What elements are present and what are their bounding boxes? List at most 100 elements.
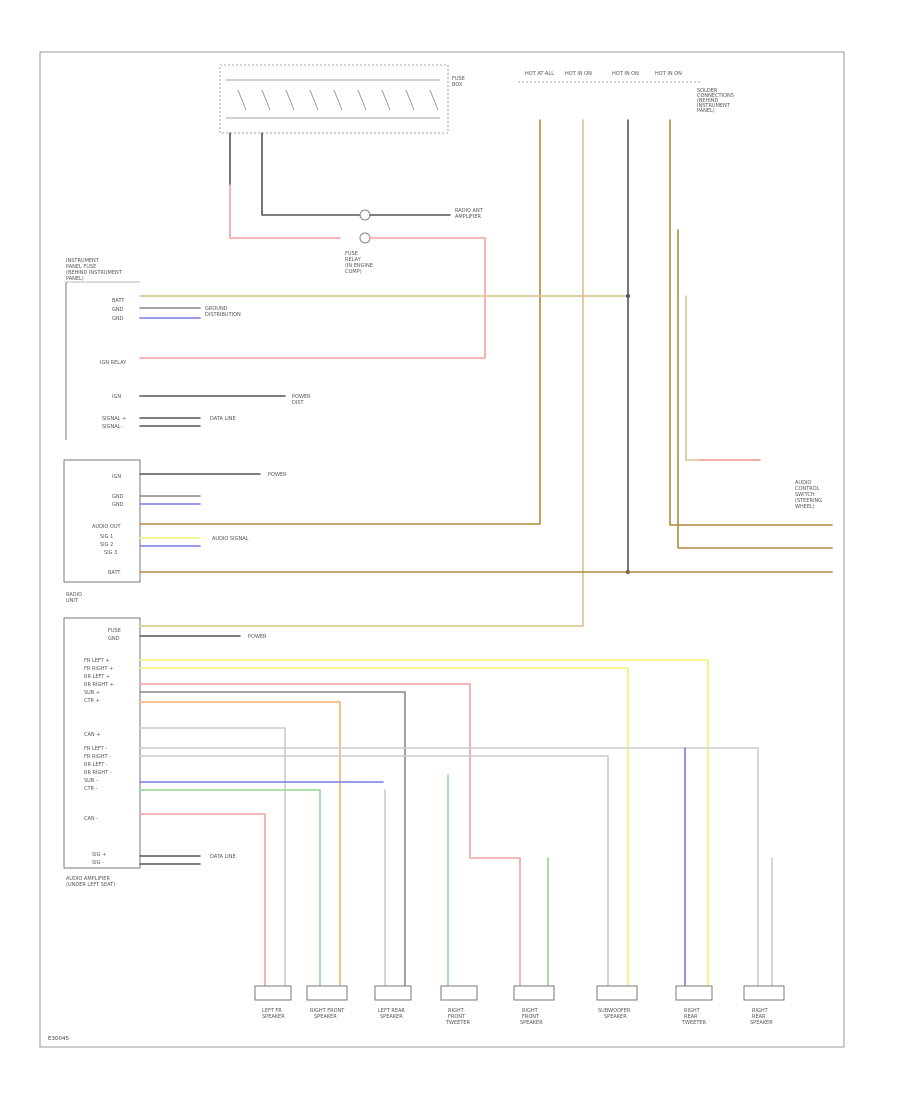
svg-text:(BEHIND INSTRUMENT: (BEHIND INSTRUMENT: [66, 270, 123, 276]
svg-text:SPEAKER: SPEAKER: [750, 1020, 773, 1026]
svg-text:BATT: BATT: [112, 298, 125, 304]
svg-text:(IN ENGINE: (IN ENGINE: [345, 263, 373, 269]
svg-text:HOT IN ON: HOT IN ON: [565, 71, 592, 77]
svg-text:CAN +: CAN +: [84, 732, 100, 738]
svg-text:INSTRUMENT: INSTRUMENT: [697, 103, 731, 109]
svg-text:GND: GND: [112, 502, 124, 508]
svg-text:FUSE: FUSE: [345, 251, 358, 257]
fuse-box-wires: RADIO ANT AMPLIFIER FUSE RELAY (IN ENGIN…: [139, 132, 486, 359]
svg-text:CTR +: CTR +: [84, 698, 100, 704]
fuse-labels-right: HOT AT ALL HOT IN ON HOT IN ON HOT IN ON…: [518, 71, 734, 114]
svg-text:(UNDER LEFT SEAT): (UNDER LEFT SEAT): [66, 882, 115, 888]
svg-text:RIGHT: RIGHT: [752, 1008, 769, 1014]
svg-text:SIG +: SIG +: [92, 852, 106, 858]
svg-text:TWEETER: TWEETER: [445, 1020, 471, 1026]
svg-text:RR LEFT +: RR LEFT +: [84, 674, 110, 680]
svg-text:RIGHT: RIGHT: [684, 1008, 701, 1014]
svg-text:GND: GND: [112, 494, 124, 500]
speaker-right-rear-tweeter: RIGHT REAR TWEETER: [675, 985, 713, 1026]
svg-text:RADIO ANT: RADIO ANT: [455, 208, 484, 214]
instrument-panel-module: INSTRUMENT PANEL FUSE (BEHIND INSTRUMENT…: [65, 258, 140, 440]
svg-text:BOX: BOX: [452, 82, 463, 88]
svg-text:GND: GND: [112, 307, 124, 313]
svg-text:HOT AT ALL: HOT AT ALL: [525, 71, 554, 77]
svg-text:FRONT: FRONT: [522, 1014, 540, 1020]
speaker-subwoofer: SUBWOOFER SPEAKER: [596, 985, 638, 1020]
svg-text:HOT IN ON: HOT IN ON: [655, 71, 682, 77]
svg-text:AUDIO OUT: AUDIO OUT: [92, 524, 122, 530]
speaker-left-front: LEFT FR SPEAKER: [254, 985, 292, 1020]
svg-text:POWER: POWER: [292, 394, 311, 400]
svg-text:FUSE: FUSE: [452, 76, 465, 82]
svg-text:SIGNAL +: SIGNAL +: [102, 416, 126, 422]
svg-text:CAN -: CAN -: [84, 816, 98, 822]
svg-text:DATA LINE: DATA LINE: [210, 854, 236, 860]
speaker-right-front-tweeter: RIGHT FRONT TWEETER: [440, 985, 478, 1026]
svg-text:AUDIO AMPLIFIER: AUDIO AMPLIFIER: [66, 876, 110, 882]
svg-text:HOT IN ON: HOT IN ON: [612, 71, 639, 77]
svg-text:SIG 1: SIG 1: [100, 534, 113, 540]
svg-text:PANEL): PANEL): [697, 108, 715, 114]
svg-text:LEFT FR: LEFT FR: [262, 1008, 282, 1014]
svg-text:WHEEL): WHEEL): [795, 504, 815, 510]
module-stubs: GROUND DISTRIBUTION POWER DIST DATA LINE…: [139, 306, 311, 865]
footer-code: E30045: [48, 1036, 69, 1042]
svg-text:RADIO: RADIO: [66, 592, 82, 598]
svg-text:(BEHIND: (BEHIND: [697, 98, 719, 104]
speaker-right-rear: RIGHT REAR SPEAKER: [743, 985, 785, 1026]
svg-text:FR LEFT -: FR LEFT -: [84, 746, 107, 752]
svg-text:AMPLIFIER: AMPLIFIER: [455, 214, 482, 220]
svg-text:FRONT: FRONT: [448, 1014, 466, 1020]
svg-text:RR LEFT -: RR LEFT -: [84, 762, 108, 768]
svg-text:FUSE: FUSE: [108, 628, 121, 634]
fuse-box: FUSE BOX: [219, 64, 465, 134]
svg-text:CONTROL: CONTROL: [795, 486, 820, 492]
svg-text:FR LEFT +: FR LEFT +: [84, 658, 110, 664]
svg-text:SIG 2: SIG 2: [100, 542, 113, 548]
svg-text:AUDIO SIGNAL: AUDIO SIGNAL: [212, 536, 249, 542]
svg-text:IGN: IGN: [112, 474, 121, 480]
svg-text:PANEL): PANEL): [66, 276, 84, 282]
svg-text:SUB +: SUB +: [84, 690, 100, 696]
svg-text:DATA LINE: DATA LINE: [210, 416, 236, 422]
svg-text:RR RIGHT -: RR RIGHT -: [84, 770, 112, 776]
svg-text:TWEETER: TWEETER: [681, 1020, 707, 1026]
svg-text:SUBWOOFER: SUBWOOFER: [598, 1008, 631, 1014]
svg-text:REAR: REAR: [684, 1014, 698, 1020]
svg-text:CONNECTIONS: CONNECTIONS: [697, 93, 734, 99]
svg-text:SIG 3: SIG 3: [104, 550, 117, 556]
svg-text:GND: GND: [112, 316, 124, 322]
svg-text:SPEAKER: SPEAKER: [604, 1014, 627, 1020]
svg-text:CTR -: CTR -: [84, 786, 98, 792]
svg-text:AUDIO: AUDIO: [795, 480, 811, 486]
svg-text:PANEL FUSE: PANEL FUSE: [66, 264, 96, 270]
svg-text:SPEAKER: SPEAKER: [520, 1020, 543, 1026]
svg-text:RELAY: RELAY: [345, 257, 362, 263]
svg-text:GROUND: GROUND: [205, 306, 228, 312]
svg-text:POWER: POWER: [268, 472, 287, 478]
diagram-frame: [39, 51, 845, 1048]
speaker-right-front-main: RIGHT FRONT SPEAKER: [513, 985, 555, 1026]
svg-text:RIGHT: RIGHT: [448, 1008, 465, 1014]
speaker-right-front: RIGHT FRONT SPEAKER: [306, 985, 348, 1020]
svg-text:SIGNAL -: SIGNAL -: [102, 424, 124, 430]
speaker-wires: [139, 659, 773, 986]
svg-text:RR RIGHT +: RR RIGHT +: [84, 682, 114, 688]
svg-text:INSTRUMENT: INSTRUMENT: [66, 258, 100, 264]
svg-text:IGN: IGN: [112, 394, 121, 400]
svg-text:FR RIGHT +: FR RIGHT +: [84, 666, 113, 672]
svg-text:RIGHT FRONT: RIGHT FRONT: [310, 1008, 345, 1014]
svg-text:UNIT: UNIT: [66, 598, 79, 604]
svg-text:IGN RELAY: IGN RELAY: [100, 360, 127, 366]
svg-text:BATT: BATT: [108, 570, 121, 576]
svg-text:RIGHT: RIGHT: [522, 1008, 539, 1014]
svg-text:(STEERING: (STEERING: [795, 498, 822, 504]
feed-wires: AUDIO CONTROL SWITCH (STEERING WHEEL): [139, 119, 833, 627]
svg-text:SPEAKER: SPEAKER: [262, 1014, 285, 1020]
svg-text:REAR: REAR: [752, 1014, 766, 1020]
svg-text:SOLDER: SOLDER: [697, 88, 718, 94]
svg-text:LEFT REAR: LEFT REAR: [378, 1008, 405, 1014]
speaker-left-rear: LEFT REAR SPEAKER: [374, 985, 412, 1020]
svg-text:GND: GND: [108, 636, 120, 642]
